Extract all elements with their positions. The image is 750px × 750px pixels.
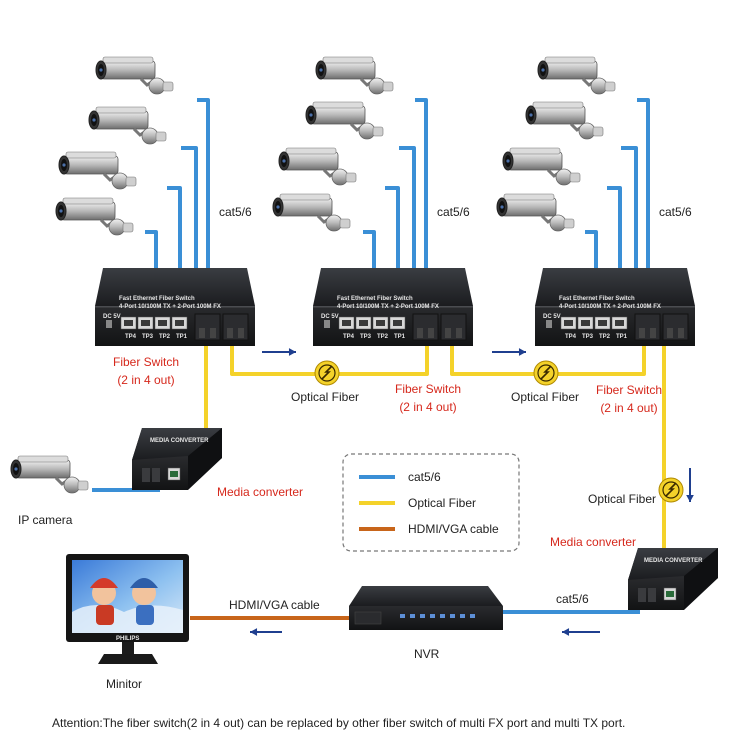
cat-cable-s1-c3 <box>167 186 182 274</box>
monitor-label: Minitor <box>106 677 142 691</box>
legend-label-cat: cat5/6 <box>408 470 441 484</box>
optical-fiber-label-1: Optical Fiber <box>291 390 359 404</box>
camera-s2-1 <box>315 55 395 96</box>
switch-2-port-label-2: TP3 <box>360 334 372 340</box>
switch-2-cable-label: cat5/6 <box>437 205 470 219</box>
camera-s3-4 <box>496 192 576 233</box>
arrow-left-1-head <box>562 628 570 636</box>
camera-s3-2 <box>525 100 605 141</box>
switch-3-port-label-4: TP1 <box>616 334 628 340</box>
switch-1-port-label-3: TP2 <box>159 334 171 340</box>
cat-cable-s3-c2 <box>621 146 638 274</box>
cat-cable-s2-c3 <box>385 186 400 274</box>
nvr-cable-label: cat5/6 <box>556 592 589 606</box>
switch-2-subtitle: 4-Port 10/100M TX + 2-Port 100M FX <box>337 304 439 310</box>
switch-2-ports-note: (2 in 4 out) <box>399 400 456 414</box>
switch-1-port-label-4: TP1 <box>176 334 188 340</box>
switch-2-title: Fast Ethernet Fiber Switch <box>337 296 413 302</box>
cat-cable-s1-c1 <box>197 98 210 274</box>
camera-s3-3 <box>502 146 582 187</box>
cat-cable-group <box>92 98 650 620</box>
cat-cable-s1-c4 <box>145 230 158 274</box>
optical-fiber-icon-3 <box>658 477 684 503</box>
camera-s1-1 <box>95 55 175 96</box>
ip-camera <box>10 454 90 495</box>
cat-cable-s3-c1 <box>637 98 650 274</box>
cat-cable-s1-c2 <box>181 146 198 274</box>
switch-2-port-label-1: TP4 <box>343 334 355 340</box>
switch-2-port-label-3: TP2 <box>377 334 389 340</box>
switch-3-title: Fast Ethernet Fiber Switch <box>559 296 635 302</box>
ip-camera-label: IP camera <box>18 513 73 527</box>
arrow-left-2-head <box>250 628 258 636</box>
switch-1-dc-label: DC 5V <box>103 314 121 320</box>
switch-1-port-label-1: TP4 <box>125 334 137 340</box>
switch-1-title: Fast Ethernet Fiber Switch <box>119 296 195 302</box>
device-group: Fast Ethernet Fiber Switch 4-Port 10/100M… <box>10 55 718 610</box>
switch-3-name: Fiber Switch <box>596 383 662 397</box>
switch-2-name: Fiber Switch <box>395 382 461 396</box>
nvr-label: NVR <box>414 647 440 661</box>
switch-3-port-label-3: TP2 <box>599 334 611 340</box>
camera-s2-2 <box>305 100 385 141</box>
media-converter-2-label: Media converter <box>550 535 636 549</box>
camera-s1-3 <box>58 150 138 191</box>
switch-1-port-label-2: TP3 <box>142 334 154 340</box>
attention-note: Attention:The fiber switch(2 in 4 out) c… <box>52 716 625 730</box>
camera-s2-4 <box>272 192 352 233</box>
switch-1-subtitle: 4-Port 10/100M TX + 2-Port 100M FX <box>119 304 221 310</box>
legend: cat5/6 Optical Fiber HDMI/VGA cable <box>342 453 520 552</box>
cat-cable-s3-c4 <box>585 230 598 274</box>
arrow-right-2-head <box>518 348 526 356</box>
media-converter-1-label: Media converter <box>217 485 303 499</box>
switch-1-name: Fiber Switch <box>113 355 179 369</box>
optical-fiber-label-2: Optical Fiber <box>511 390 579 404</box>
monitor: PHILIPS Minitor <box>66 554 189 691</box>
monitor-brand: PHILIPS <box>116 636 139 642</box>
arrow-right-1-head <box>288 348 296 356</box>
cat-cable-s2-c4 <box>363 230 376 274</box>
switch-3-subtitle: 4-Port 10/100M TX + 2-Port 100M FX <box>559 304 661 310</box>
optical-fiber-label-3: Optical Fiber <box>588 492 656 506</box>
camera-s1-4 <box>55 196 135 237</box>
switch-2-port-label-4: TP1 <box>394 334 406 340</box>
arrow-down-head <box>686 494 694 502</box>
cat-cable-s3-c3 <box>607 186 622 274</box>
camera-s2-3 <box>278 146 358 187</box>
optical-fiber-icon-1 <box>314 360 340 386</box>
cat-cable-s2-c1 <box>415 98 428 274</box>
hdmi-cable-label: HDMI/VGA cable <box>229 598 320 612</box>
switch-3-cable-label: cat5/6 <box>659 205 692 219</box>
media-converter-2-device-text: MEDIA CONVERTER <box>644 558 703 564</box>
switch-3-ports-note: (2 in 4 out) <box>600 401 657 415</box>
switch-3-port-label-2: TP3 <box>582 334 594 340</box>
nvr: NVR <box>349 586 503 661</box>
switch-2-dc-label: DC 5V <box>321 314 339 320</box>
cat-cable-s2-c2 <box>399 146 416 274</box>
legend-label-hdmi: HDMI/VGA cable <box>408 522 499 536</box>
optical-fiber-icon-2 <box>533 360 559 386</box>
switch-3-dc-label: DC 5V <box>543 314 561 320</box>
camera-s3-1 <box>537 55 617 96</box>
media-converter-1-device-text: MEDIA CONVERTER <box>150 438 209 444</box>
camera-s1-2 <box>88 105 168 146</box>
switch-1-ports-note: (2 in 4 out) <box>117 373 174 387</box>
switch-3-port-label-1: TP4 <box>565 334 577 340</box>
switch-1-cable-label: cat5/6 <box>219 205 252 219</box>
legend-label-fiber: Optical Fiber <box>408 496 476 510</box>
